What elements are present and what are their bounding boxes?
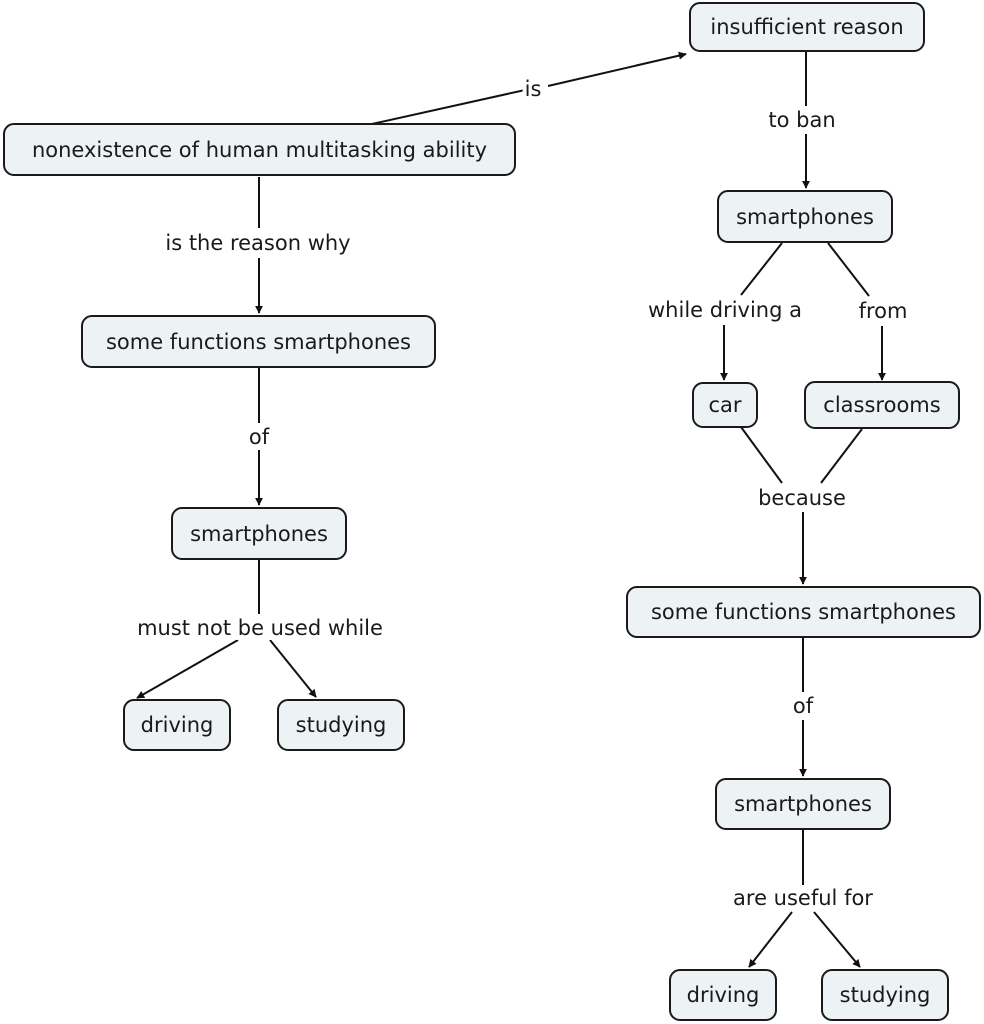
edge-smartphones-to-from (827, 242, 870, 297)
link-label-because: because (756, 485, 848, 511)
link-label-is-the-reason-why: is the reason why (163, 230, 353, 256)
link-label-of-right: of (790, 693, 816, 719)
concept-car[interactable]: car (692, 382, 758, 428)
link-label-must-not-be-used-while: must not be used while (135, 615, 385, 641)
link-label-are-useful-for: are useful for (731, 885, 875, 911)
link-label-while-driving-a: while driving a (646, 297, 804, 323)
edge-classrooms-to-because (820, 428, 863, 484)
concept-nonexistence-of-multitasking[interactable]: nonexistence of human multitasking abili… (3, 123, 516, 176)
link-label-to-ban: to ban (766, 107, 838, 133)
concept-smartphones-right-bottom[interactable]: smartphones (715, 778, 891, 830)
edge-useful-to-driving (748, 911, 793, 968)
edge-root-to-is-label (371, 89, 526, 125)
edge-useful-to-studying (813, 911, 861, 968)
edge-is-to-insufficient (547, 51, 687, 87)
edge-smartphones-to-while (740, 242, 783, 296)
concept-some-functions-smartphones-left[interactable]: some functions smartphones (81, 315, 436, 368)
concept-classrooms[interactable]: classrooms (804, 381, 960, 429)
link-label-is: is (522, 76, 544, 102)
link-label-of-left: of (246, 424, 272, 450)
concept-smartphones-right-top[interactable]: smartphones (717, 190, 893, 243)
concept-driving-left[interactable]: driving (123, 699, 231, 751)
concept-insufficient-reason[interactable]: insufficient reason (689, 2, 925, 52)
concept-driving-right[interactable]: driving (669, 969, 777, 1021)
concept-smartphones-left[interactable]: smartphones (171, 507, 347, 560)
link-label-from: from (856, 298, 910, 324)
edge-car-to-because (740, 426, 783, 484)
concept-studying-right[interactable]: studying (821, 969, 949, 1021)
concept-some-functions-smartphones-right[interactable]: some functions smartphones (626, 586, 981, 638)
concept-studying-left[interactable]: studying (277, 699, 405, 751)
edge-must-to-driving (136, 639, 239, 699)
edge-must-to-studying (269, 639, 317, 698)
